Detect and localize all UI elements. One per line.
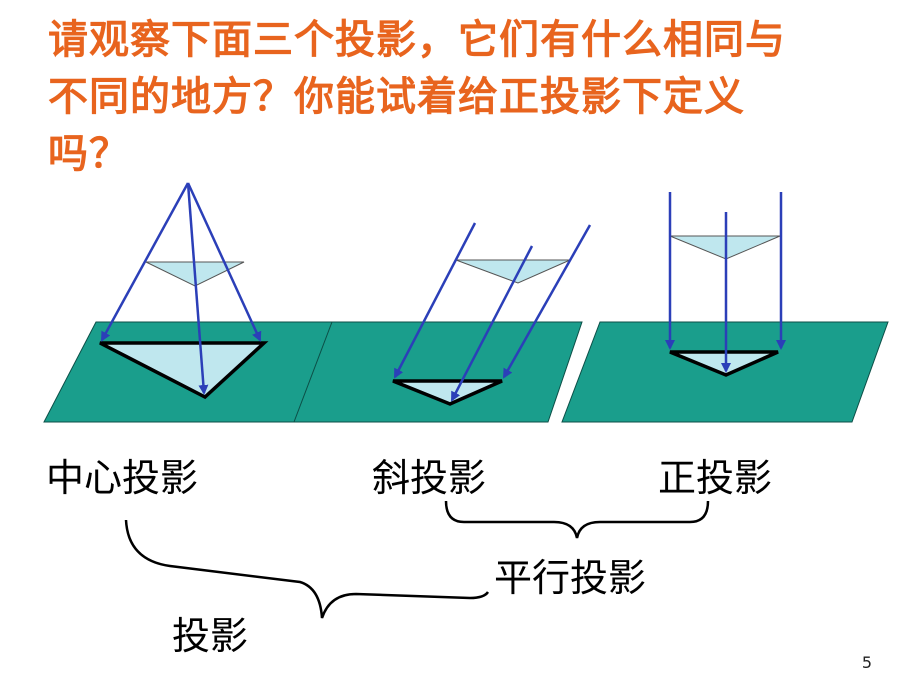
orthographic-projection-label: 正投影 [658,456,773,500]
oblique-ray [502,224,592,379]
projection-label: 投影 [172,614,249,658]
oblique-source-triangle [455,259,571,284]
oblique-shadow-triangle [392,379,503,406]
parallel-projection-brace [444,500,710,539]
oblique-ray [393,222,477,379]
central-ray [100,182,190,342]
central-ray [186,182,262,342]
central-projection-label: 中心投影 [46,456,199,500]
oblique-projection-plane [293,321,583,423]
central-ray [186,182,209,395]
orthographic-projection-figure [561,192,889,423]
central-shadow-triangle [99,341,269,400]
question-text: 请观察下面三个投影，它们有什么相同与不同的地方？你能试着给正投影下定义吗？ [48,17,786,177]
page-number: 5 [861,653,872,672]
projection-brace [124,519,490,619]
oblique-ray [450,245,534,402]
oblique-projection-label: 斜投影 [372,456,487,500]
parallel-projection-label: 平行投影 [494,556,647,600]
oblique-projection-figure [293,222,592,423]
